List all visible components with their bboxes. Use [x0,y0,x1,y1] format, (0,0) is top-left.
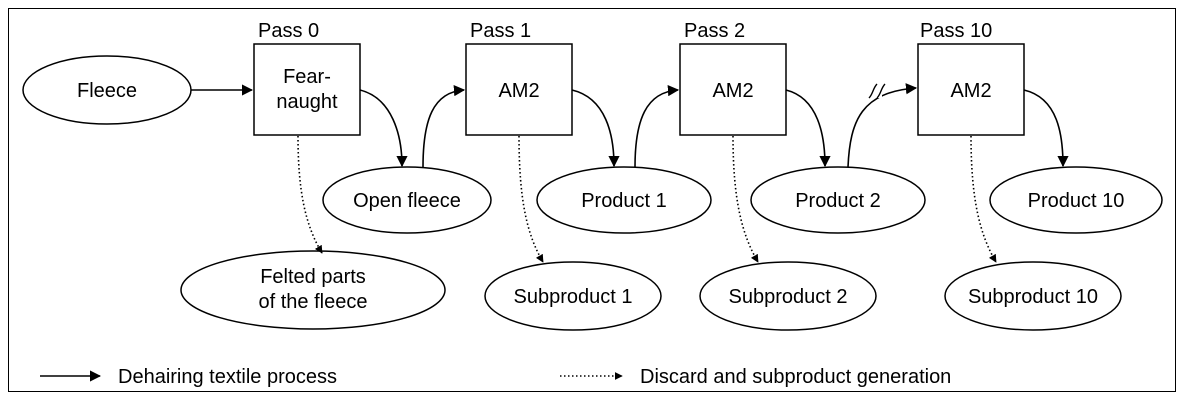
arrow-am2-pass1-to-product1 [571,89,620,168]
arrow-open-fleece-to-am2-pass1 [422,85,466,168]
subproduct-10-node: Subproduct 10 [944,261,1122,331]
legend: Dehairing textile process Discard and su… [40,366,951,388]
am2-label-pass1: AM2 [498,80,539,102]
fleece-node: Fleece [22,55,192,125]
fleece-label: Fleece [77,80,137,102]
subproduct-1-node: Subproduct 1 [484,261,662,331]
legend-solid-label: Dehairing textile process [118,366,337,388]
product-1-node: Product 1 [536,166,712,234]
arrow-am2-pass1-to-subproduct1 [518,135,544,263]
arrow-product1-to-am2-pass2 [634,85,680,168]
felted-parts-node: Felted parts of the fleece [180,250,446,330]
arrow-fearnaught-to-open-fleece [359,89,408,168]
break-symbol [868,83,886,99]
pass-label-2: Pass 2 [684,20,745,42]
pass-label-1: Pass 1 [470,20,531,42]
am2-machine-pass1: AM2 [465,43,573,136]
subproduct-10-label: Subproduct 10 [968,286,1098,308]
legend-dotted-label: Discard and subproduct generation [640,366,951,388]
am2-label-pass10: AM2 [950,80,991,102]
arrow-am2-pass10-to-subproduct10 [970,135,997,263]
am2-label-pass2: AM2 [712,80,753,102]
arrow-am2-pass2-to-product2 [785,89,831,168]
arrow-am2-pass2-to-subproduct2 [732,135,759,263]
product-10-node: Product 10 [989,166,1163,234]
subproduct-2-label: Subproduct 2 [729,286,848,308]
pass-label-10: Pass 10 [920,20,992,42]
arrow-product2-to-am2-pass10 [847,83,918,168]
fearnaught-machine: Fear- naught [253,43,361,136]
pass-label-0: Pass 0 [258,20,319,42]
subproduct-2-node: Subproduct 2 [699,261,877,331]
subproduct-1-label: Subproduct 1 [514,286,633,308]
arrow-fearnaught-to-felted [297,135,323,254]
fearnaught-label-line1: Fear- [283,66,331,88]
felted-parts-label-line1: Felted parts [260,266,366,288]
product-2-node: Product 2 [750,166,926,234]
arrow-am2-pass10-to-product10 [1023,89,1069,168]
open-fleece-label: Open fleece [353,190,461,212]
open-fleece-node: Open fleece [322,166,492,234]
fearnaught-label-line2: naught [276,91,338,113]
product-2-label: Product 2 [795,190,881,212]
product-10-label: Product 10 [1028,190,1125,212]
am2-machine-pass2: AM2 [679,43,787,136]
diagram-frame [8,8,1176,392]
product-1-label: Product 1 [581,190,667,212]
felted-parts-label-line2: of the fleece [259,291,368,313]
am2-machine-pass10: AM2 [917,43,1025,136]
